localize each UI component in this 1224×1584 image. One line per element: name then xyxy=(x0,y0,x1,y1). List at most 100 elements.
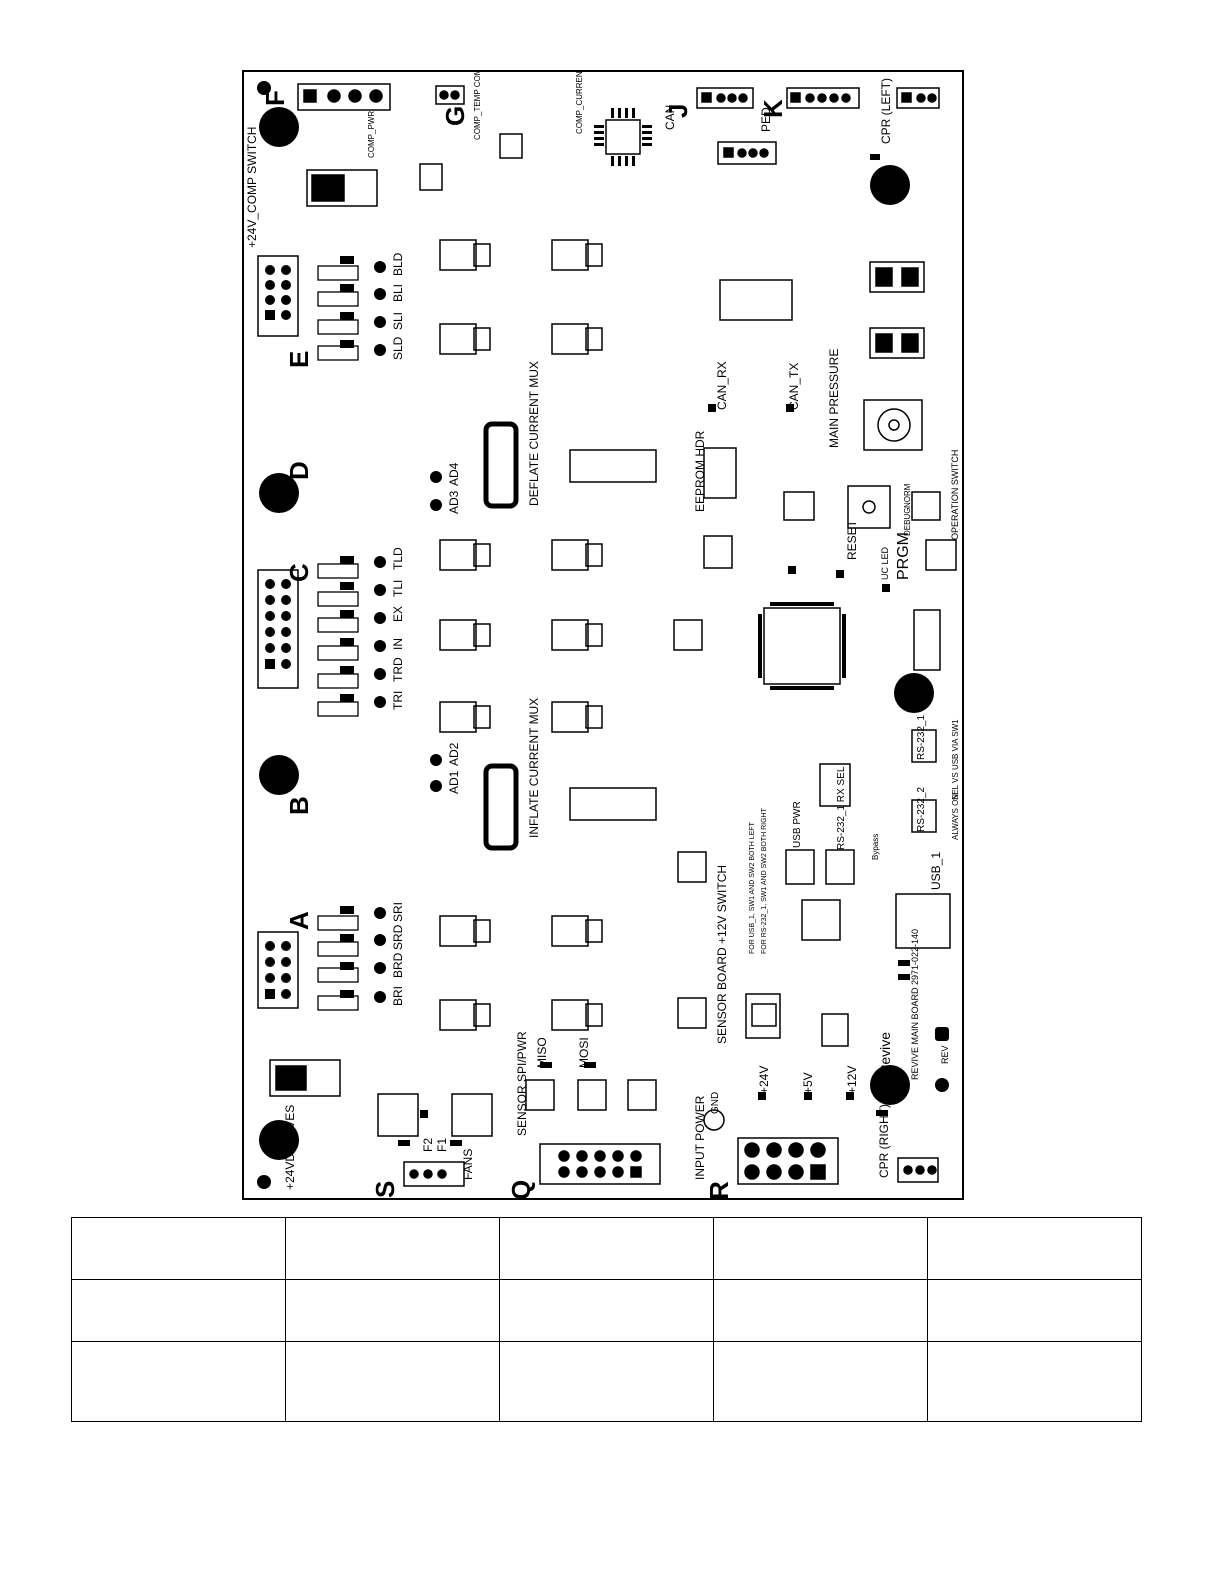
label-valves: +24VD VALVES xyxy=(283,1105,297,1190)
label-comp-pwr: COMP_PWR xyxy=(367,111,376,158)
label-sel-usb: SEL VS USB VIA SW1 xyxy=(951,719,960,800)
label-fans: FANS xyxy=(461,1149,475,1180)
table-cell xyxy=(285,1279,500,1342)
top-connectors xyxy=(297,83,940,165)
letter-e: E xyxy=(284,351,314,368)
label-prgm: PRGM xyxy=(895,532,912,580)
mounting-holes xyxy=(257,81,949,1189)
dip-ics xyxy=(525,447,951,1111)
table-cell xyxy=(285,1341,500,1422)
bottom-connectors xyxy=(403,1109,939,1187)
label-for-rs232: FOR RS-232_1, SW1 AND SW2 BOTH RIGHT xyxy=(761,807,768,954)
table-cell xyxy=(71,1279,286,1342)
letter-s: S xyxy=(370,1181,400,1198)
table-cell xyxy=(927,1217,1142,1280)
letter-b: B xyxy=(284,796,314,815)
label-trd: TRD xyxy=(391,657,405,682)
label-eeprom: EEPROM HDR xyxy=(693,430,707,512)
label-f1: F1 xyxy=(435,1138,449,1152)
letter-f: F xyxy=(260,90,290,106)
letter-d: D xyxy=(284,461,314,480)
label-rs232-2: RS-232_2 xyxy=(916,787,927,832)
label-usb-1: USB_1 xyxy=(929,852,943,890)
letter-c: C xyxy=(284,563,314,582)
label-sensor-spi: SENSOR SPI/PWR xyxy=(515,1031,529,1136)
label-bld: BLD xyxy=(391,252,405,276)
label-for-usb: FOR USB_1, SW1 AND SW2 BOTH LEFT xyxy=(749,821,756,954)
label-sld: SLD xyxy=(391,336,405,360)
label-ex: EX xyxy=(391,606,405,622)
empty-table xyxy=(71,1217,1142,1422)
table-row xyxy=(71,1279,1142,1342)
table-cell xyxy=(499,1341,714,1422)
current-mux-resistors xyxy=(483,421,519,851)
label-rs232-1: RS-232_1 xyxy=(916,715,927,760)
table-cell xyxy=(927,1279,1142,1342)
label-tli: TLI xyxy=(391,580,405,597)
table-row xyxy=(71,1341,1142,1422)
label-rs232-rx-sel: RS-232_1 RX SEL xyxy=(836,766,847,850)
valve-headers xyxy=(257,255,299,1009)
label-inflate-mux: INFLATE CURRENT MUX xyxy=(527,698,541,838)
label-norm: NORM xyxy=(903,483,912,508)
label-sensor-board: SENSOR BOARD +12V SWITCH xyxy=(715,865,729,1044)
label-brd: BRD xyxy=(391,952,405,978)
letter-g: G xyxy=(440,106,470,126)
label-brand: Pevive xyxy=(877,1032,893,1074)
label-ad4: AD4 xyxy=(447,462,461,486)
label-can: CAN xyxy=(663,105,677,130)
connector-letters: F G J K E D C B A S Q R xyxy=(260,90,788,1200)
table-cell xyxy=(713,1217,928,1280)
switches xyxy=(269,485,957,1137)
label-f2: F2 xyxy=(421,1138,435,1152)
label-main-pressure: MAIN PRESSURE xyxy=(827,349,841,448)
label-bypass: Bypass xyxy=(871,834,880,860)
table-cell xyxy=(499,1217,714,1280)
label-cpr-left: CPR (LEFT) xyxy=(879,78,893,144)
label-in: IN xyxy=(391,638,405,650)
label-srd: SRD xyxy=(391,924,405,950)
label-12v: +12V xyxy=(845,1066,859,1094)
label-gnd: GND xyxy=(710,1092,721,1114)
label-tri: TRI xyxy=(391,691,405,710)
table-cell xyxy=(499,1279,714,1342)
small-leds xyxy=(398,154,910,1146)
top-ics xyxy=(306,108,925,451)
label-deflate-mux: DEFLATE CURRENT MUX xyxy=(527,361,541,506)
table-cell xyxy=(713,1341,928,1422)
label-ped: PED xyxy=(759,107,773,132)
table-cell xyxy=(285,1217,500,1280)
label-mosi: MOSI xyxy=(577,1037,591,1068)
table-cell xyxy=(71,1341,286,1422)
letter-a: A xyxy=(284,911,314,930)
label-operation-switch: OPERATION SWITCH xyxy=(950,450,960,540)
label-main-board: REVIVE MAIN BOARD 2971-022-140 xyxy=(910,929,920,1080)
label-bri: BRI xyxy=(391,986,405,1006)
label-comp-switch: +24V_COMP SWITCH xyxy=(245,127,259,248)
letter-r: R xyxy=(704,1181,734,1200)
label-comp-current: COMP_CURRENT xyxy=(575,70,584,134)
label-bli: BLI xyxy=(391,284,405,302)
label-ad2: AD2 xyxy=(447,742,461,766)
label-ad3: AD3 xyxy=(447,490,461,514)
table-row xyxy=(71,1217,1142,1280)
label-input-power: INPUT POWER xyxy=(693,1095,707,1180)
label-always-on: ALWAYS ON xyxy=(951,794,960,840)
empty-table-container xyxy=(71,1217,1142,1422)
label-comp-temp: COMP_TEMP COMP_PWR xyxy=(473,70,482,140)
label-sli: SLI xyxy=(391,312,405,330)
label-can-tx: CAN_TX xyxy=(787,363,801,410)
label-tld: TLD xyxy=(391,547,405,570)
label-cpr-right: CPR (RIGHT) xyxy=(877,1104,891,1178)
table-cell xyxy=(71,1217,286,1280)
label-uc-led: UC LED xyxy=(880,546,890,580)
label-ad1: AD1 xyxy=(447,770,461,794)
pcb-layout-diagram: F G J K E D C B A S Q R xyxy=(242,70,965,1201)
mosfet-packages xyxy=(439,239,603,1031)
table-cell xyxy=(713,1279,928,1342)
label-24v: +24V xyxy=(757,1066,771,1094)
letter-j: J xyxy=(663,104,693,118)
label-reset: RESET xyxy=(845,519,859,560)
letter-q: Q xyxy=(506,1180,536,1200)
label-5v: +5V xyxy=(801,1072,815,1094)
